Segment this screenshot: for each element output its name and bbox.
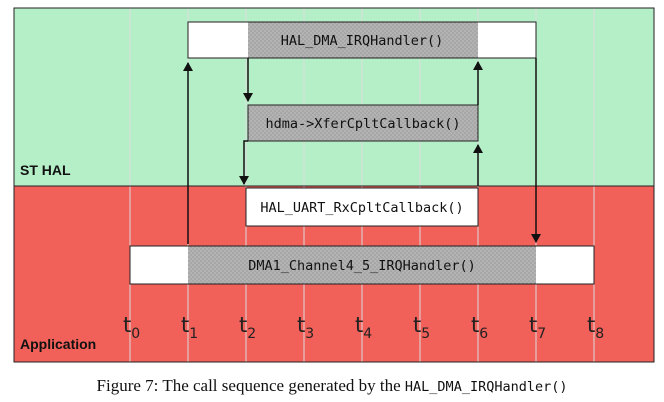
tick-label-t5: t5: [413, 313, 430, 342]
tick-label-t1: t1: [181, 313, 198, 342]
caption-code: HAL_DMA_IRQHandler(): [404, 379, 568, 395]
tick-label-t7: t7: [529, 313, 546, 342]
st-hal-label: ST HAL: [20, 162, 71, 178]
xfer-cplt-callback-label: hdma->XferCpltCallback(): [265, 116, 460, 132]
tick-label-t2: t2: [239, 313, 256, 342]
tick-label-t0: t0: [123, 313, 140, 342]
call-sequence-diagram: ST HAL Application HAL_DMA_IRQHandler() …: [13, 7, 655, 363]
tick-label-t8: t8: [587, 313, 604, 342]
dma1-channel-irqhandler-label: DMA1_Channel4_5_IRQHandler(): [248, 258, 476, 274]
figure-caption: Figure 7: The call sequence generated by…: [0, 373, 664, 399]
dma1-channel-irqhandler-box: DMA1_Channel4_5_IRQHandler(): [129, 245, 595, 285]
tick-label-t6: t6: [471, 313, 488, 342]
xfer-cplt-callback-box: hdma->XferCpltCallback(): [247, 104, 479, 142]
arrow-t2-down-to-uart: [239, 140, 249, 185]
diagram-border: [13, 7, 655, 363]
hal-dma-irqhandler-box: HAL_DMA_IRQHandler(): [187, 21, 537, 59]
hal-dma-irqhandler-label: HAL_DMA_IRQHandler(): [281, 33, 444, 49]
time-tick-labels: t0 t1 t2 t3 t4 t5 t6 t7 t8: [123, 313, 604, 342]
tick-label-t3: t3: [297, 313, 314, 342]
tick-label-t4: t4: [355, 313, 372, 342]
uart-rx-cplt-callback-label: HAL_UART_RxCpltCallback(): [260, 200, 463, 216]
caption-text: Figure 7: The call sequence generated by…: [96, 376, 405, 395]
uart-rx-cplt-callback-box: HAL_UART_RxCpltCallback(): [245, 187, 479, 227]
call-arrows: [183, 58, 541, 244]
application-label: Application: [20, 336, 96, 352]
